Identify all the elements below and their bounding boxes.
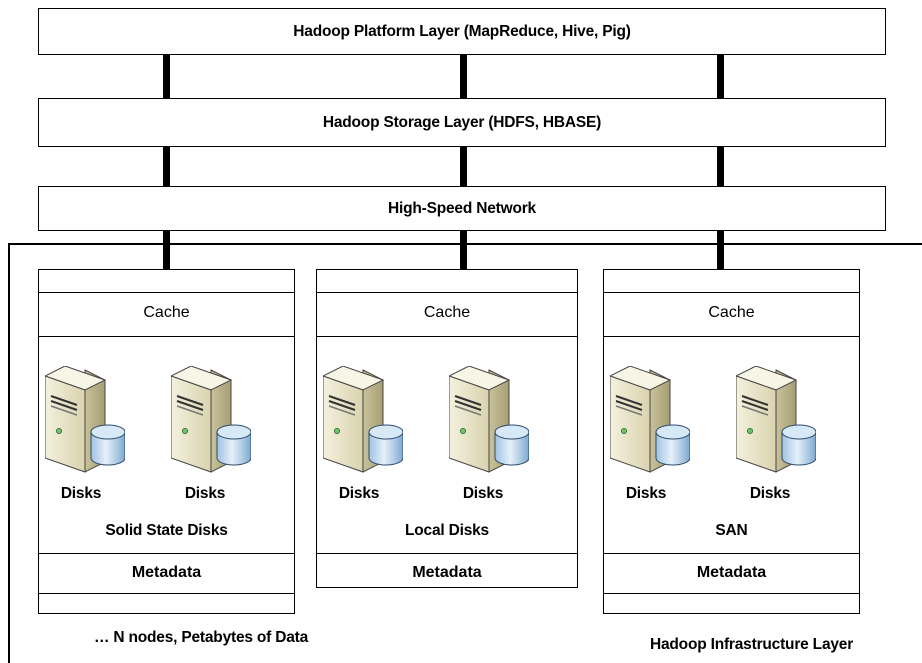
disk-label-right: Disks xyxy=(462,485,504,502)
disk-cylinder-icon xyxy=(781,424,816,466)
disk-label-right: Disks xyxy=(184,485,226,502)
network-label: High-Speed Network xyxy=(388,199,536,217)
connector-platform-storage-middle xyxy=(460,55,467,98)
infrastructure-boundary-top xyxy=(8,243,922,245)
connector-storage-network-left xyxy=(163,147,170,186)
disk-cylinder-icon xyxy=(90,424,125,466)
disk-cylinder-icon xyxy=(216,424,251,466)
connector-network-node-right xyxy=(717,231,724,269)
connector-network-node-middle xyxy=(460,231,467,269)
disk-cylinder-icon xyxy=(494,424,529,466)
node-metadata-label: Metadata xyxy=(412,564,482,581)
node-cache-label: Cache xyxy=(143,304,190,321)
connector-storage-network-right xyxy=(717,147,724,186)
infrastructure-layer-label: Hadoop Infrastructure Layer xyxy=(650,636,854,653)
network-box: High-Speed Network xyxy=(38,186,886,231)
storage-node-san: Cache Disks Disks SAN Metadata xyxy=(603,269,860,614)
node-cache-label: Cache xyxy=(423,304,471,321)
node-metadata-label: Metadata xyxy=(696,564,767,581)
disk-cylinder-icon xyxy=(368,424,403,466)
disk-label-left: Disks xyxy=(625,485,667,502)
storage-type-label: Local Disks xyxy=(405,522,489,539)
disk-label-left: Disks xyxy=(338,485,380,502)
disk-cylinder-icon xyxy=(655,424,690,466)
storage-node-local: Cache Disks Disks Local Disks Metadata xyxy=(316,269,578,588)
infrastructure-boundary-left xyxy=(8,243,10,663)
storage-type-label: Solid State Disks xyxy=(105,522,228,539)
connector-platform-storage-left xyxy=(163,55,170,98)
server-icon xyxy=(323,366,403,473)
connector-network-node-left xyxy=(163,231,170,269)
storage-layer-box: Hadoop Storage Layer (HDFS, HBASE) xyxy=(38,98,886,147)
storage-type-label: SAN xyxy=(715,522,748,539)
nodes-petabytes-note: … N nodes, Petabytes of Data xyxy=(94,629,309,646)
server-icon xyxy=(610,366,690,473)
platform-layer-box: Hadoop Platform Layer (MapReduce, Hive, … xyxy=(38,8,886,55)
disk-label-left: Disks xyxy=(60,485,102,502)
connector-platform-storage-right xyxy=(717,55,724,98)
node-cache-label: Cache xyxy=(708,304,755,321)
node-metadata-label: Metadata xyxy=(131,564,202,581)
storage-layer-label: Hadoop Storage Layer (HDFS, HBASE) xyxy=(322,113,602,131)
server-icon xyxy=(171,366,251,473)
connector-storage-network-middle xyxy=(460,147,467,186)
disk-label-right: Disks xyxy=(749,485,791,502)
server-icon xyxy=(45,366,125,473)
storage-node-solid-state: Cache Disks Disks Solid State Disks Meta… xyxy=(38,269,295,614)
server-icon xyxy=(449,366,529,473)
server-icon xyxy=(736,366,816,473)
platform-layer-label: Hadoop Platform Layer (MapReduce, Hive, … xyxy=(293,22,631,40)
